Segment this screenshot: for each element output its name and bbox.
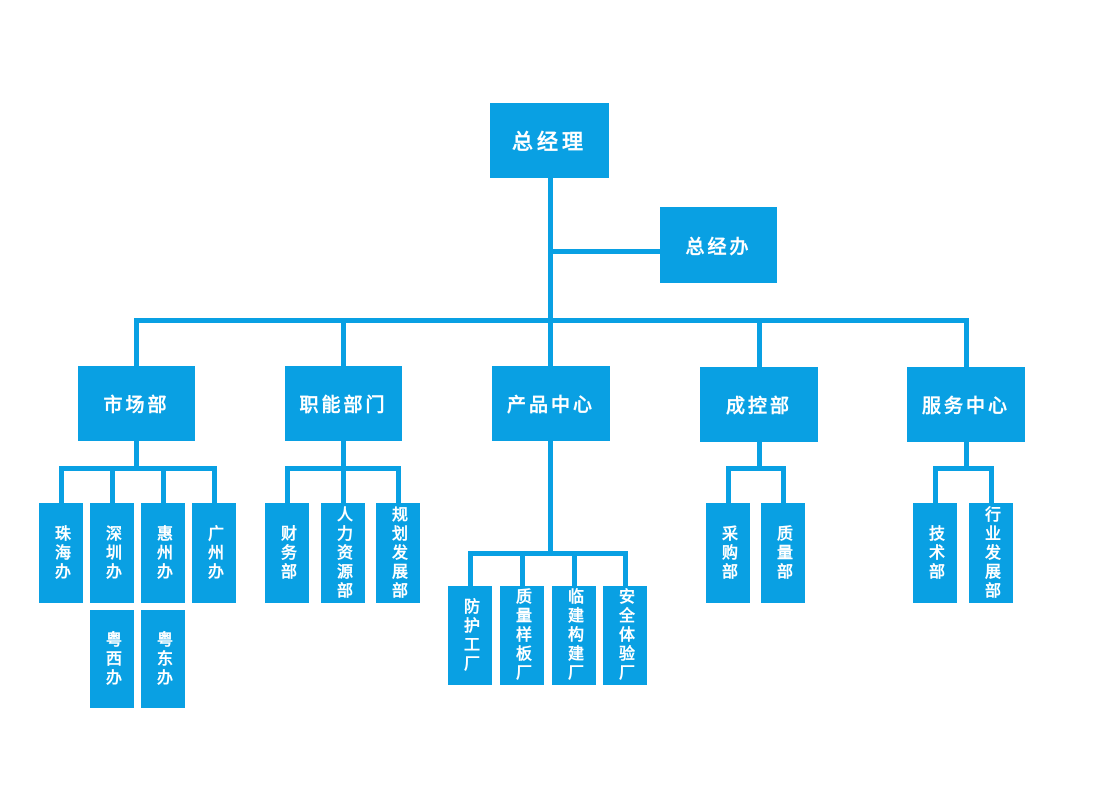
connector-stub-guangzhou: [212, 469, 217, 503]
node-marketing-dept: 市场部: [78, 366, 195, 441]
connector-stub-quality-dept: [781, 469, 786, 503]
connector-product-trunk: [548, 441, 553, 553]
connector-stub-industry-dev: [989, 469, 994, 503]
connector-cost-control-horizontal: [726, 466, 786, 471]
node-cost-control-dept: 成控部: [700, 367, 818, 442]
connector-stub-planning: [396, 469, 401, 503]
node-yuexi-office: 粤西办: [90, 610, 134, 708]
node-functional-depts: 职能部门: [285, 366, 402, 441]
connector-drop-cost-control: [757, 320, 762, 367]
node-product-center: 产品中心: [492, 366, 610, 441]
connector-stub-shenzhen: [110, 469, 115, 503]
node-huizhou-office: 惠州办: [141, 503, 185, 603]
connector-staff-branch: [551, 249, 660, 254]
node-industry-dev-dept: 行业发展部: [969, 503, 1013, 603]
connector-stub-huizhou: [161, 469, 166, 503]
node-guangzhou-office: 广州办: [192, 503, 236, 603]
node-protection-factory: 防护工厂: [448, 586, 492, 685]
node-shenzhen-office: 深圳办: [90, 503, 134, 603]
connector-stub-safety-experience: [623, 554, 628, 586]
connector-service-horizontal: [933, 466, 994, 471]
connector-functional-trunk: [341, 441, 346, 468]
connector-stub-hr: [341, 469, 346, 503]
node-procurement-dept: 采购部: [706, 503, 750, 603]
connector-service-trunk: [964, 442, 969, 468]
node-temp-construction-factory: 临建构建厂: [552, 586, 596, 685]
connector-drop-service-center: [964, 320, 969, 367]
connector-stub-temp-construction: [572, 554, 577, 586]
node-general-manager: 总经理: [490, 103, 609, 178]
node-yuedong-office: 粤东办: [141, 610, 185, 708]
connector-stub-quality-sample: [520, 554, 525, 586]
connector-marketing-horizontal: [59, 466, 217, 471]
connector-stub-finance: [285, 469, 290, 503]
connector-product-horizontal: [468, 551, 628, 556]
connector-stub-zhuhai: [59, 469, 64, 503]
node-quality-dept: 质量部: [761, 503, 805, 603]
node-safety-experience-factory: 安全体验厂: [603, 586, 647, 685]
connector-marketing-trunk: [134, 441, 139, 468]
node-service-center: 服务中心: [907, 367, 1025, 442]
connector-drop-functional: [341, 320, 346, 366]
connector-functional-horizontal: [285, 466, 401, 471]
node-gm-office: 总经办: [660, 207, 777, 283]
node-hr-dept: 人力资源部: [321, 503, 365, 603]
connector-cost-control-trunk: [757, 442, 762, 468]
node-planning-dev-dept: 规划发展部: [376, 503, 420, 603]
node-quality-sample-factory: 质量样板厂: [500, 586, 544, 685]
connector-drop-marketing: [134, 320, 139, 366]
connector-main-horizontal: [134, 318, 969, 323]
node-tech-dept: 技术部: [913, 503, 957, 603]
connector-stub-protection: [468, 554, 473, 586]
connector-stub-procurement: [726, 469, 731, 503]
connector-root-trunk: [548, 178, 553, 366]
connector-stub-tech: [933, 469, 938, 503]
node-zhuhai-office: 珠海办: [39, 503, 83, 603]
node-finance-dept: 财务部: [265, 503, 309, 603]
